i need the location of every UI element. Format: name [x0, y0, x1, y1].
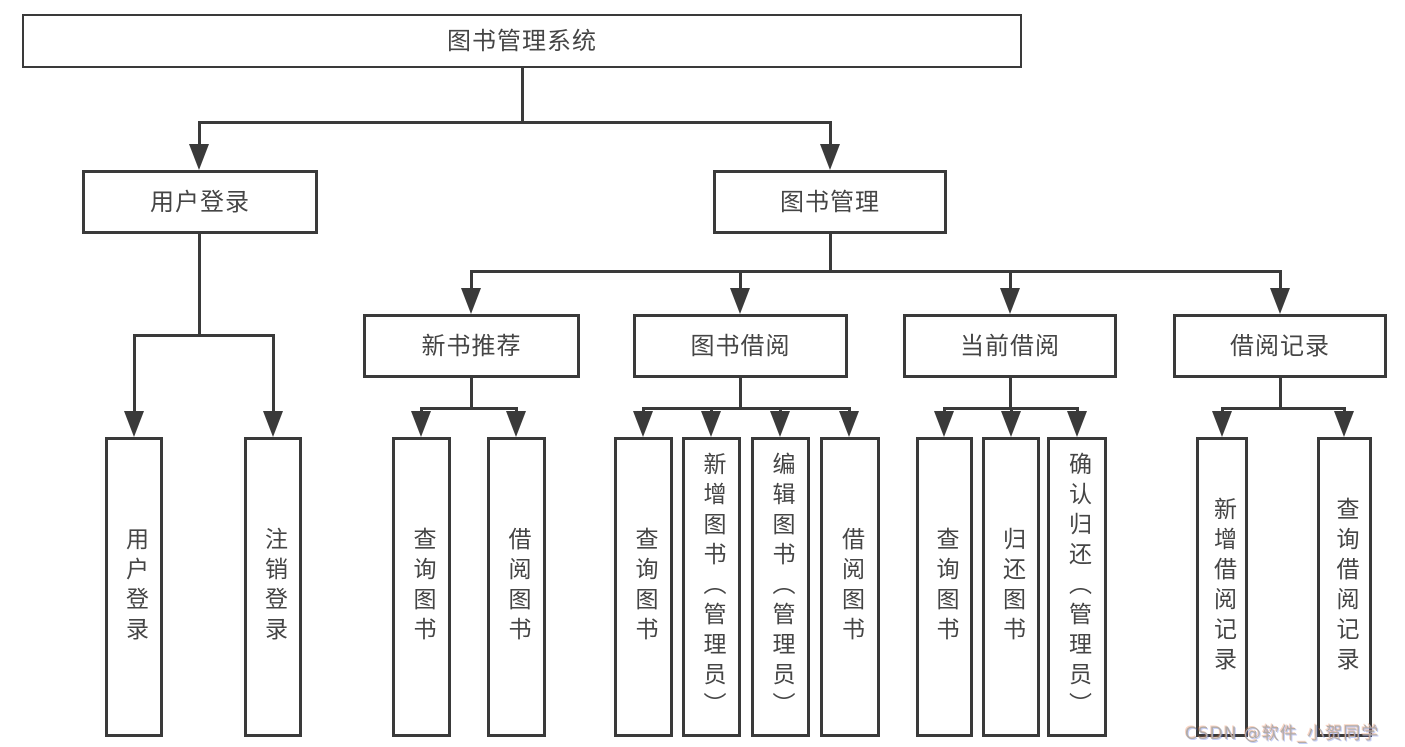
connector-line	[829, 121, 832, 149]
leaf-query-book-3-label: 查询图书	[932, 527, 958, 647]
arrowhead-down-icon	[1001, 411, 1021, 437]
leaf-logout-label: 注销登录	[260, 527, 287, 647]
connector-line	[198, 121, 201, 149]
leaf-user-login-label: 用户登录	[121, 527, 148, 647]
leaf-confirm-return-admin: 确认归还（管理员）	[1047, 437, 1107, 737]
arrowhead-down-icon	[701, 411, 721, 437]
arrowhead-down-icon	[1000, 288, 1020, 314]
arrowhead-down-icon	[633, 411, 653, 437]
node-book-management: 图书管理	[713, 170, 947, 234]
node-borrow-records: 借阅记录	[1173, 314, 1387, 378]
node-root-label: 图书管理系统	[447, 27, 597, 55]
connector-line	[1009, 378, 1012, 410]
leaf-add-book-admin: 新增图书（管理员）	[682, 437, 741, 737]
node-book-management-label: 图书管理	[780, 188, 880, 216]
leaf-add-borrow-record: 新增借阅记录	[1196, 437, 1248, 737]
leaf-return-book-label: 归还图书	[998, 527, 1025, 647]
leaf-add-borrow-record-label: 新增借阅记录	[1209, 497, 1236, 677]
connector-line	[470, 270, 473, 292]
arrowhead-down-icon	[730, 288, 750, 314]
arrowhead-down-icon	[461, 288, 481, 314]
connector-line	[133, 334, 275, 337]
leaf-borrow-book-2-label: 借阅图书	[837, 527, 864, 647]
leaf-query-borrow-record-label: 查询借阅记录	[1332, 497, 1358, 677]
node-borrow-records-label: 借阅记录	[1230, 332, 1330, 360]
arrowhead-down-icon	[770, 411, 790, 437]
node-user-login-label: 用户登录	[150, 188, 250, 216]
arrowhead-down-icon	[1212, 411, 1232, 437]
connector-line	[1221, 407, 1346, 410]
arrowhead-down-icon	[263, 411, 283, 437]
leaf-borrow-book-1-label: 借阅图书	[504, 527, 530, 647]
node-root: 图书管理系统	[22, 14, 1022, 68]
connector-line	[272, 334, 275, 414]
leaf-query-book-2-label: 查询图书	[631, 527, 657, 647]
connector-line	[642, 407, 850, 410]
arrowhead-down-icon	[1334, 411, 1354, 437]
connector-line	[829, 234, 832, 272]
connector-line	[470, 270, 1282, 273]
arrowhead-down-icon	[820, 144, 840, 170]
connector-line	[1279, 378, 1282, 410]
node-new-book-recommend: 新书推荐	[363, 314, 580, 378]
connector-line	[521, 68, 524, 123]
arrowhead-down-icon	[189, 144, 209, 170]
arrowhead-down-icon	[506, 411, 526, 437]
leaf-edit-book-admin: 编辑图书（管理员）	[751, 437, 810, 737]
leaf-query-book-3: 查询图书	[916, 437, 973, 737]
node-book-borrow-label: 图书借阅	[690, 332, 791, 360]
node-user-login: 用户登录	[82, 170, 318, 234]
leaf-query-borrow-record: 查询借阅记录	[1317, 437, 1372, 737]
leaf-query-book-2: 查询图书	[614, 437, 673, 737]
node-current-borrow-label: 当前借阅	[960, 332, 1060, 360]
leaf-return-book: 归还图书	[982, 437, 1040, 737]
arrowhead-down-icon	[934, 411, 954, 437]
csdn-watermark: CSDN @软件_小贺同学	[1185, 724, 1380, 744]
node-new-book-recommend-label: 新书推荐	[421, 332, 522, 360]
connector-line	[198, 121, 832, 124]
node-book-borrow: 图书借阅	[633, 314, 848, 378]
connector-line	[133, 334, 136, 414]
connector-line	[1279, 270, 1282, 292]
leaf-query-book-1: 查询图书	[392, 437, 451, 737]
connector-line	[420, 407, 518, 410]
leaf-confirm-return-admin-label: 确认归还（管理员）	[1064, 452, 1091, 722]
connector-line	[1009, 270, 1012, 292]
arrowhead-down-icon	[124, 411, 144, 437]
arrowhead-down-icon	[1067, 411, 1087, 437]
leaf-borrow-book-2: 借阅图书	[820, 437, 880, 737]
leaf-query-book-1-label: 查询图书	[409, 527, 435, 647]
leaf-edit-book-admin-label: 编辑图书（管理员）	[768, 452, 794, 722]
arrowhead-down-icon	[411, 411, 431, 437]
arrowhead-down-icon	[839, 411, 859, 437]
leaf-logout: 注销登录	[244, 437, 302, 737]
leaf-add-book-admin-label: 新增图书（管理员）	[699, 452, 725, 722]
leaf-user-login: 用户登录	[105, 437, 163, 737]
connector-line	[470, 378, 473, 410]
connector-line	[198, 234, 201, 336]
arrowhead-down-icon	[1270, 288, 1290, 314]
node-current-borrow: 当前借阅	[903, 314, 1117, 378]
leaf-borrow-book-1: 借阅图书	[487, 437, 546, 737]
connector-line	[739, 378, 742, 410]
connector-line	[739, 270, 742, 292]
